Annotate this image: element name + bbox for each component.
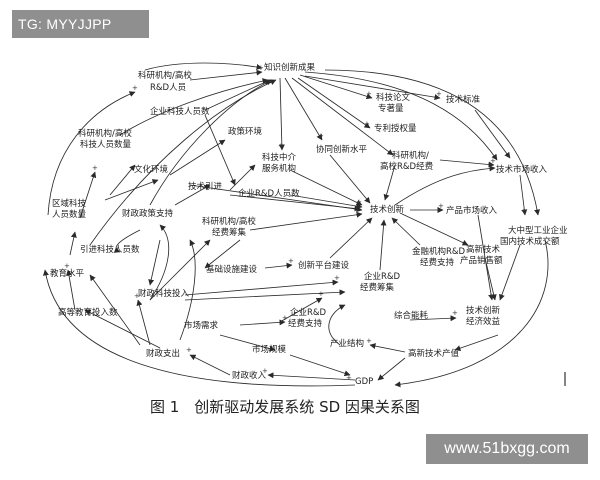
node-market-scale: 市场规模 [252,344,287,355]
node-papers-line2: 专著量 [378,103,404,114]
node-research-rd-funds-line1: 科研机构/ [392,150,429,161]
svg-text:+: + [490,157,496,165]
node-fiscal-st-investment: 财政科技投入 [138,288,190,299]
node-enterprise-rd-staff: 企业R&D人员数 [238,188,300,199]
node-patents: 专利授权量 [374,123,417,134]
node-energy-consumption: 综合能耗 [394,310,429,321]
svg-text:+: + [366,90,372,98]
node-higher-education-input: 高等教育投入数 [58,307,118,318]
node-infrastructure: 基础设施建设 [206,264,258,275]
svg-text:+: + [438,202,444,210]
node-policy-environment: 政策环境 [228,126,263,137]
node-technical-standards: 技术标准 [446,94,481,105]
svg-text:+: + [356,198,362,206]
node-hightech-sales-line1: 高新技术 [466,244,501,255]
svg-text:+: + [64,262,70,270]
diagram-nodes: 知识创新成果 科研机构/高校 R&D人员 企业科技人员数 科技论文 专著量 技术… [50,62,568,387]
node-tech-introduction: 技术引进 [188,181,223,192]
svg-text:+: + [288,257,294,265]
node-innovation-platform: 创新平台建设 [298,260,350,271]
node-regional-staff-line2: 人员数量 [52,209,87,220]
node-research-staff-count-line2: 科技人员数量 [80,139,132,150]
svg-text:+: + [134,292,140,300]
node-imported-staff: 引进科技人员数 [80,244,140,255]
node-tech-innovation: 技术创新 [370,204,405,215]
svg-text:+: + [282,314,288,322]
svg-text:+: + [186,346,192,354]
node-industrial-structure: 产业结构 [330,338,364,349]
node-education-level: 教育水平 [50,268,85,279]
node-research-funding-line2: 经费筹集 [212,227,247,238]
svg-text:+: + [436,90,442,98]
svg-text:+: + [364,120,370,128]
node-product-market-income: 产品市场收入 [446,205,498,216]
node-papers-line1: 科技论文 [376,92,411,103]
node-knowledge-output: 知识创新成果 [264,62,316,73]
causal-links [42,62,549,388]
node-fiscal-expenditure: 财政支出 [146,348,180,359]
node-fiscal-policy: 财政政策支持 [122,208,174,219]
svg-text:+: + [132,84,138,92]
node-enterprise-rd-funding-line1: 企业R&D [364,271,401,282]
svg-text:+: + [452,309,458,317]
svg-text:+: + [346,374,352,382]
top-watermark-label: TG: MYYJJPP [12,10,149,38]
node-intermediary-line2: 服务机构 [262,163,296,174]
svg-text:+: + [92,164,98,172]
node-research-rd-funds-line2: 高校R&D经费 [380,161,434,172]
node-gdp: GDP [355,377,373,387]
polarity-signs: + + + + + + + + + + + + + + + + + + + + + + + + [64,64,527,382]
figure-caption: 图 1 创新驱动发展系统 SD 因果关系图 [150,398,420,416]
svg-text:+: + [521,207,527,215]
svg-text:+: + [278,142,284,150]
node-enterprise-rd-funding-line2: 经费筹集 [360,282,395,293]
node-market-demand: 市场需求 [184,320,219,331]
node-research-funding-line1: 科研机构/高校 [202,216,256,227]
node-financial-rd-line2: 经费支持 [420,257,455,268]
node-research-rd-staff-line2: R&D人员 [150,83,186,93]
node-hightech-output: 高新技术产值 [408,348,460,359]
node-enterprise-tech-staff: 企业科技人员数 [150,106,210,117]
svg-text:+: + [334,274,340,282]
node-large-enterprise-line1: 大中型工业企业 [508,225,568,236]
node-intermediary-line1: 科技中介 [262,152,297,163]
node-cultural-environment: 文化环境 [134,164,169,175]
node-enterprise-rd-support-line2: 经费支持 [288,318,323,329]
node-collaborative-innovation: 协同创新水平 [316,144,368,155]
node-research-rd-staff-line1: 科研机构/高校 [138,70,192,81]
node-research-staff-count-line1: 科研机构/高校 [78,128,132,139]
node-innovation-benefit-line1: 技术创新 [466,305,501,316]
node-tech-market-income: 技术市场收入 [496,164,548,175]
node-hightech-sales-line2: 产品销售额 [460,255,503,266]
svg-text:+: + [318,132,324,140]
svg-text:+: + [318,290,324,298]
svg-text:+: + [262,367,268,375]
bottom-watermark-label: www.51bxgg.com [426,434,588,464]
node-financial-rd-line1: 金融机构R&D [412,246,466,257]
node-innovation-benefit-line2: 经济效益 [466,316,501,327]
node-fiscal-revenue: 财政收入 [232,370,267,381]
node-regional-staff-line1: 区域科技 [52,198,87,209]
svg-text:+: + [258,64,264,72]
svg-text:+: + [366,337,372,345]
node-large-enterprise-line2: 国内技术成交额 [500,236,560,247]
node-enterprise-rd-support-line1: 企业R&D [290,307,327,318]
svg-text:+: + [488,292,494,300]
